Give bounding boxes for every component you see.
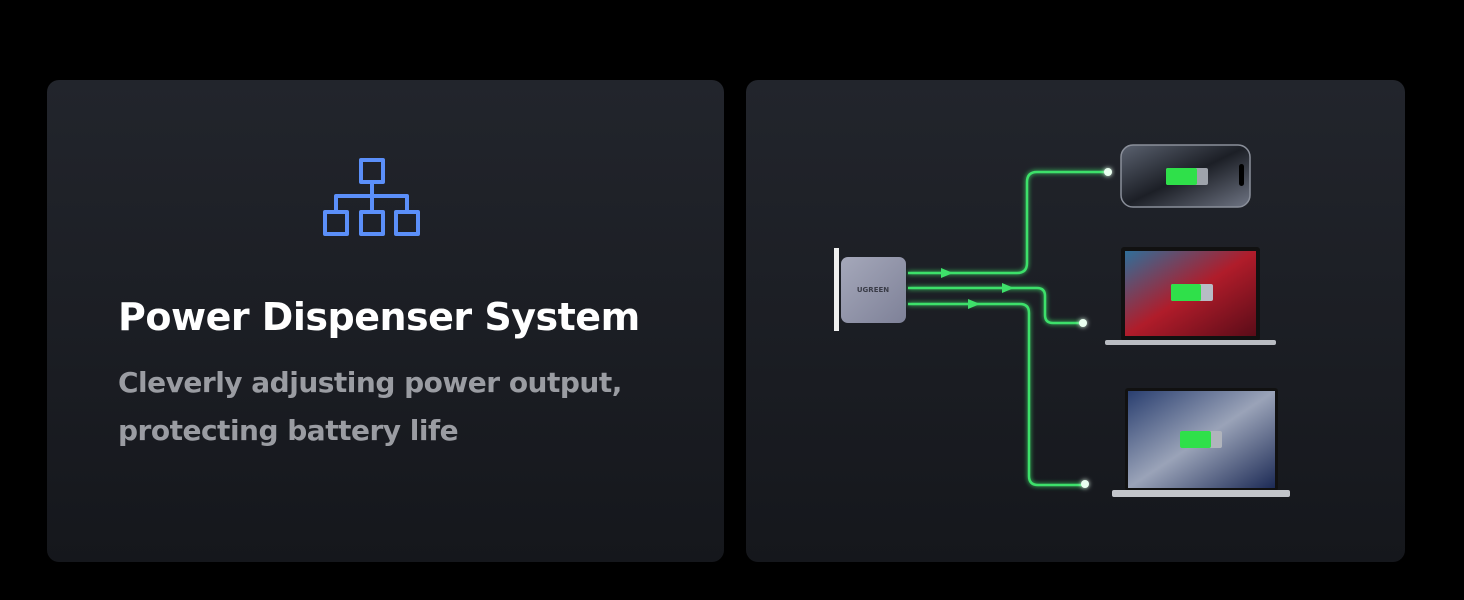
subtitle-line-2: protecting battery life: [118, 414, 459, 447]
flow-line-phone: [908, 170, 1108, 275]
subtitle-line-1: Cleverly adjusting power output,: [118, 366, 622, 399]
wall-outlet: [834, 248, 839, 331]
charger: UGREEN: [841, 257, 906, 323]
laptop-1: [1105, 247, 1276, 345]
endpoint-dot: [1104, 168, 1112, 176]
page-title: Power Dispenser System: [118, 295, 640, 339]
feature-card: [47, 80, 724, 562]
arrow-icon: [968, 299, 980, 309]
battery-icon: [1171, 284, 1213, 301]
endpoint-dot: [1079, 319, 1087, 327]
arrow-icon: [941, 268, 953, 278]
flow-line-laptop-2: [908, 302, 1085, 487]
charger-brand-label: UGREEN: [857, 286, 889, 294]
arrow-icon: [1002, 283, 1014, 293]
battery-icon: [1180, 431, 1222, 448]
battery-icon: [1166, 168, 1208, 185]
endpoint-dot: [1081, 480, 1089, 488]
laptop-2: [1112, 388, 1290, 497]
phone: [1120, 144, 1251, 208]
flow-line-laptop-1: [908, 286, 1083, 325]
